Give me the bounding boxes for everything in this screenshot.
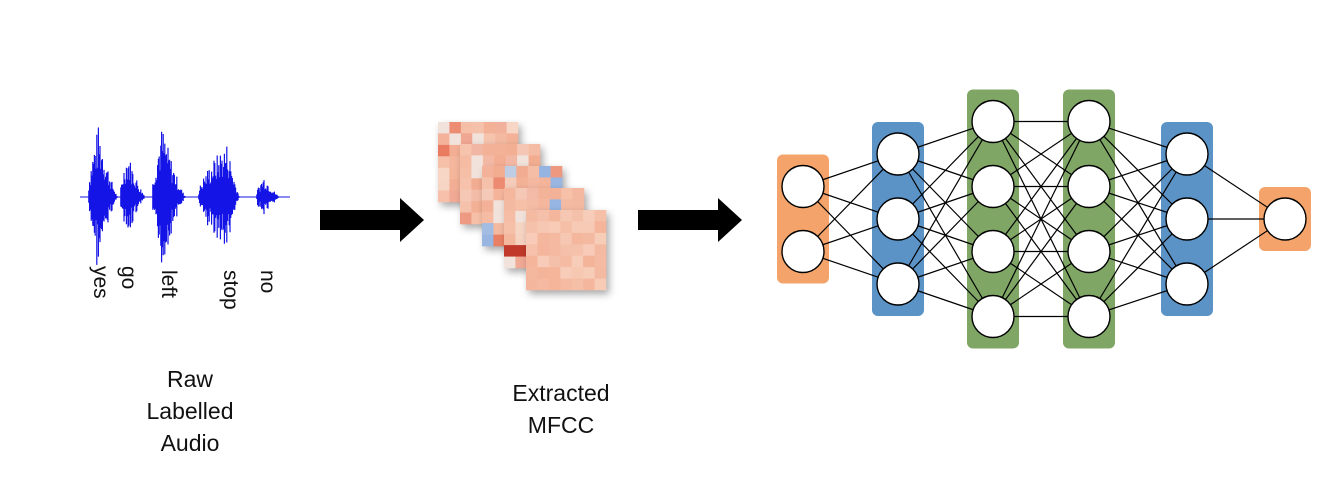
word-label-left: left [157,270,180,299]
node-layer-2-2 [971,229,1015,274]
node-layer-4-0 [1165,132,1209,176]
node-layer-2-1 [971,164,1015,209]
arrow-audio-to-mfcc [320,198,424,242]
audio-caption-line-1: Raw [166,366,213,392]
connection [1088,218,1188,317]
mfcc-frame [526,210,607,291]
connection [992,121,1090,252]
connection [992,186,1090,317]
word-label-no: no [256,270,279,294]
waveform-signal [88,127,280,265]
arrow-mfcc-to-network [638,198,742,242]
connection [1088,153,1188,252]
audio-caption: Raw Labelled Audio [130,363,250,459]
mfcc-caption: Extracted MFCC [491,377,631,441]
connection [897,121,994,285]
node-layer-3-3 [1067,294,1111,339]
node-layer-3-2 [1067,229,1111,274]
node-layer-1-1 [876,197,920,241]
mfcc-caption-line-1: Extracted [512,380,610,406]
layer-3-hidden-band [1063,89,1115,349]
node-layer-2-3 [971,294,1015,339]
node-layer-4-2 [1165,262,1209,306]
word-label-yes: yes [89,266,112,299]
connection [1088,153,1188,317]
node-layer-3-0 [1067,99,1111,144]
node-layer-3-1 [1067,164,1111,209]
node-layer-2-0 [971,99,1015,144]
word-label-go: go [117,266,140,290]
node-layer-1-0 [876,132,920,176]
node-layer-5-0 [1263,197,1307,241]
nodes [781,99,1307,339]
audio-waveform [80,127,290,265]
connection [802,153,899,252]
mfcc-frame-stack [438,122,607,291]
node-layer-0-0 [781,164,825,209]
node-layer-0-1 [781,229,825,274]
audio-caption-line-2: Labelled [146,398,234,424]
audio-caption-line-3: Audio [160,430,220,456]
connection [992,121,1090,317]
layer-2-hidden-band [967,89,1019,349]
word-label-stop: stop [219,270,242,310]
connection [897,121,994,220]
node-layer-1-2 [876,262,920,306]
neural-network [777,89,1311,349]
node-layer-4-1 [1165,197,1209,241]
mfcc-caption-line-2: MFCC [527,412,595,438]
connection [897,186,994,285]
